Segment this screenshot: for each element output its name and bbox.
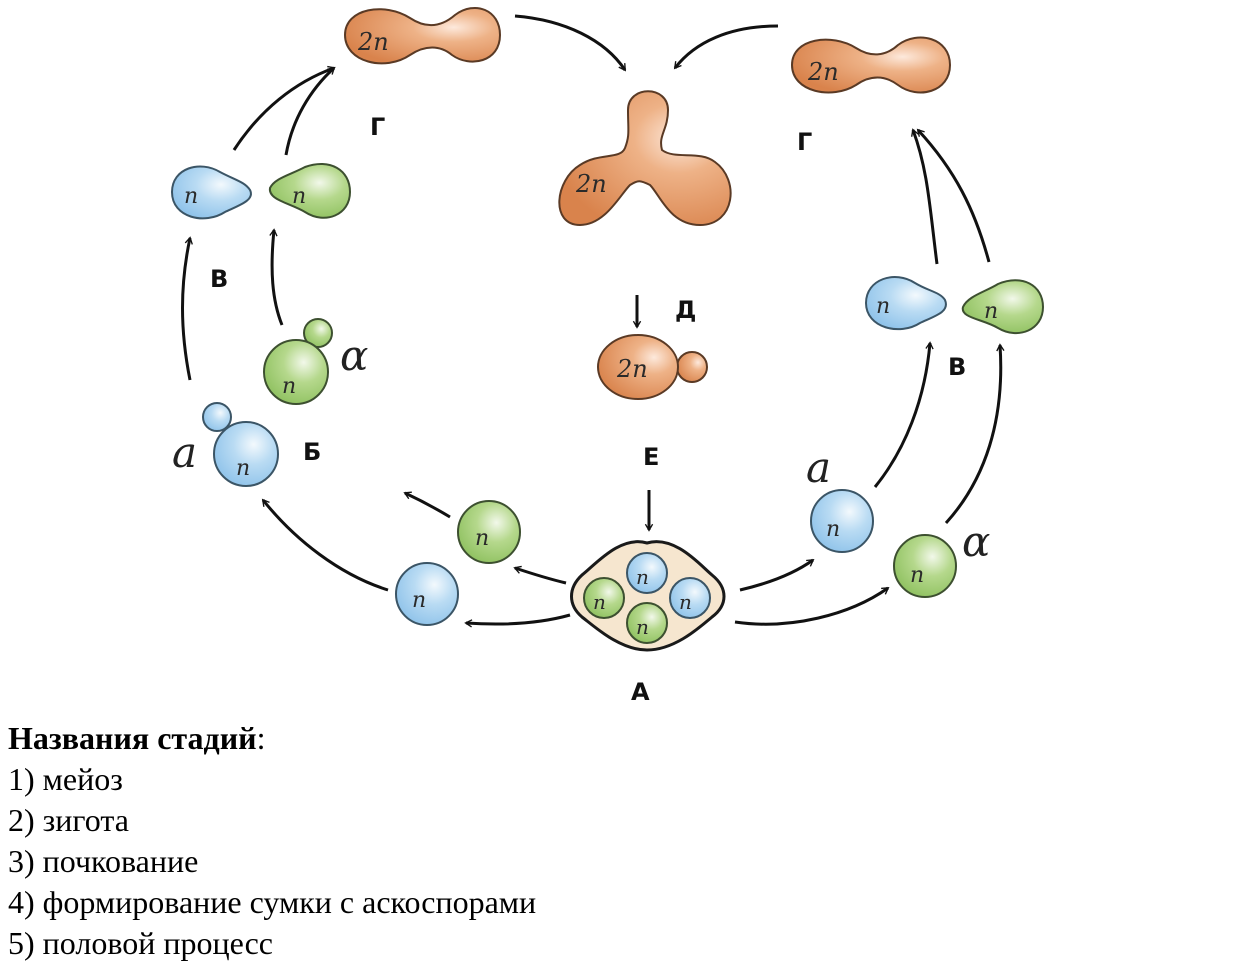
legend-item: 5) половой процесс — [8, 925, 273, 961]
arrow-icon — [269, 228, 284, 326]
allele-label-alpha-right: α — [962, 517, 990, 566]
ploidy-label: 2n — [807, 58, 839, 86]
arrow-icon — [873, 341, 934, 488]
legend-item: 4) формирование сумки с аскоспорами — [8, 884, 537, 920]
arrow-icon — [514, 14, 627, 72]
haploid-cell-green-mating-left: n — [268, 162, 352, 219]
arrow-icon — [944, 343, 1005, 525]
arrow-icon — [673, 24, 779, 70]
arrow-icon — [911, 128, 939, 265]
allele-label-a-right: a — [806, 443, 831, 492]
allele-label-alpha-left: α — [340, 331, 368, 380]
allele-label-a-left: a — [172, 428, 197, 477]
ascospore-blue-free: n — [395, 562, 459, 626]
ploidy-label: n — [679, 590, 692, 614]
stage-label-b: Б — [303, 438, 321, 466]
arrow-icon — [232, 65, 336, 151]
haploid-cell-green-budding: n — [263, 318, 333, 405]
arrow-icon — [261, 498, 389, 592]
diploid-cell-top-right: 2n — [790, 36, 952, 94]
stage-label-a: А — [631, 678, 650, 706]
arrow-icon — [403, 491, 451, 519]
diploid-cell-center-trilobed: 2n — [558, 90, 732, 227]
ploidy-label: n — [636, 565, 649, 589]
diploid-cell-budding: 2n — [597, 334, 708, 400]
ploidy-label: 2n — [616, 355, 648, 383]
legend-item: 2) зигота — [8, 802, 129, 838]
ascospore-blue-a: n — [810, 489, 874, 553]
arrow-icon — [739, 558, 815, 592]
stage-label-v-left: В — [210, 265, 228, 293]
arrow-icon — [916, 128, 991, 263]
stage-names-legend: Названия стадий: 1) мейоз 2) зигота 3) п… — [8, 718, 536, 964]
ploidy-label: n — [412, 588, 426, 613]
ascospore-green-free: n — [457, 500, 521, 564]
arrow-icon — [464, 613, 571, 628]
haploid-cell-blue-budding: n — [202, 402, 279, 487]
arrow-icon — [734, 586, 890, 626]
haploid-cell-blue-mating-left: n — [170, 165, 252, 220]
haploid-cell-green-mating-right: n — [961, 279, 1045, 334]
diploid-cell-top-left: 2n — [343, 6, 502, 65]
stage-label-g-right: Г — [797, 128, 812, 156]
legend-item: 3) почкование — [8, 843, 199, 879]
stage-label-e: Е — [643, 443, 659, 471]
ploidy-label: 2n — [357, 28, 389, 56]
haploid-cell-blue-mating-right: n — [864, 276, 947, 331]
ploidy-label: n — [184, 184, 198, 209]
stage-label-d: Д — [675, 296, 696, 324]
legend-item: 1) мейоз — [8, 761, 123, 797]
legend-title-row: Названия стадий: — [8, 718, 536, 759]
stage-label-v-right: В — [948, 353, 966, 381]
legend-title-colon: : — [256, 720, 266, 756]
ploidy-label: n — [910, 563, 924, 588]
ascus-with-ascospores: n n n n — [570, 540, 726, 652]
arrows — [181, 14, 1005, 628]
legend-title: Названия стадий — [8, 720, 257, 756]
arrow-icon — [284, 66, 336, 156]
arrow-icon — [181, 236, 193, 381]
yeast-life-cycle-diagram: 2n 2n 2n Г Г n n В n n В n α n — [170, 6, 1045, 706]
ploidy-label: n — [292, 184, 306, 209]
ploidy-label: n — [593, 590, 606, 614]
ascospore-green-alpha: n — [893, 534, 957, 598]
ploidy-label: n — [236, 456, 250, 481]
arrow-icon — [513, 565, 567, 585]
ploidy-label: n — [984, 299, 998, 324]
ploidy-label: n — [826, 517, 840, 542]
ploidy-label: n — [636, 615, 649, 639]
ploidy-label: n — [282, 374, 296, 399]
stage-label-g-left: Г — [370, 113, 385, 141]
ploidy-label: 2n — [575, 170, 607, 198]
ploidy-label: n — [475, 526, 489, 551]
ploidy-label: n — [876, 294, 890, 319]
